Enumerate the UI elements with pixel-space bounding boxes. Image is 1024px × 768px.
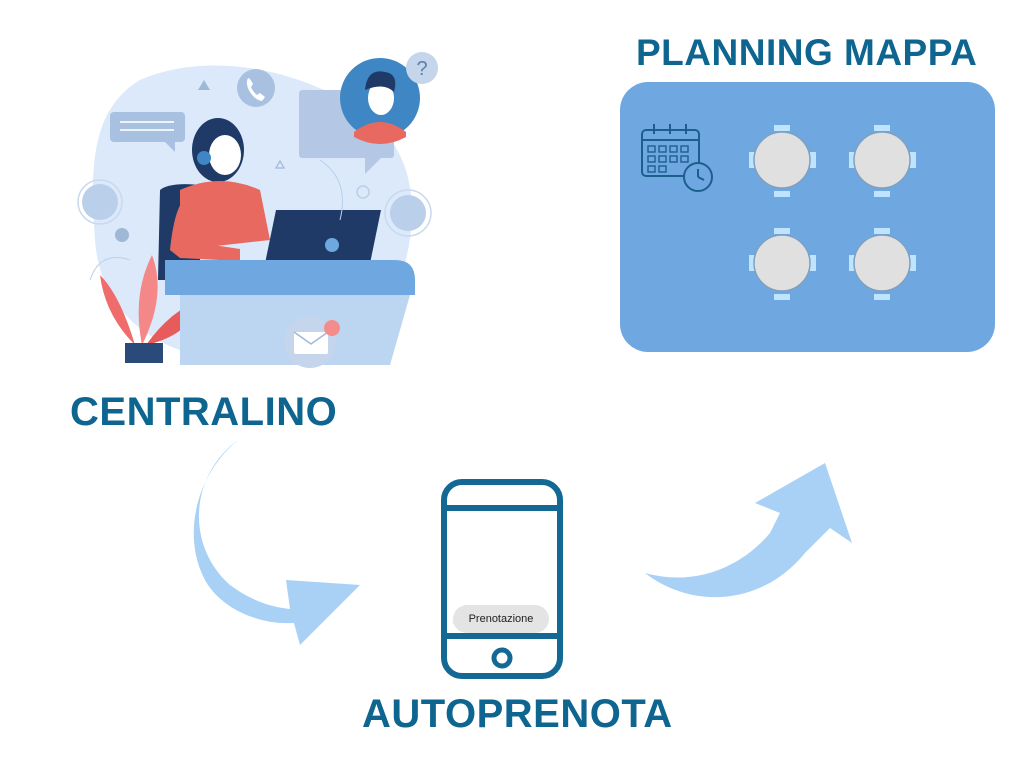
curved-arrow-icon <box>645 463 852 598</box>
telephone-icon <box>237 69 275 107</box>
call-center-illustration: ? <box>77 52 438 368</box>
autoprenota-label: AUTOPRENOTA <box>362 692 673 736</box>
smartphone-icon <box>441 479 563 679</box>
calendar-clock-icon <box>641 124 713 192</box>
bubble-decoration <box>82 184 118 220</box>
planning-map-panel <box>620 82 995 352</box>
svg-text:?: ? <box>416 58 427 80</box>
chat-bubble-icon <box>110 112 185 152</box>
curved-arrow-icon <box>193 440 360 645</box>
booking-chat-bubble: Prenotazione <box>453 605 549 633</box>
avatar-icon <box>340 58 420 144</box>
home-button-icon <box>491 647 513 669</box>
round-table-icon <box>849 125 916 197</box>
planning-mappa-label: PLANNING MAPPA <box>636 32 978 73</box>
question-icon: ? <box>406 52 438 84</box>
round-table-icon <box>749 125 816 197</box>
round-table-icon <box>849 228 916 300</box>
mail-icon <box>284 316 340 368</box>
operator-icon <box>170 118 270 261</box>
round-table-icon <box>749 228 816 300</box>
centralino-label: CENTRALINO <box>70 390 338 434</box>
booking-bubble-text: Prenotazione <box>468 613 534 625</box>
